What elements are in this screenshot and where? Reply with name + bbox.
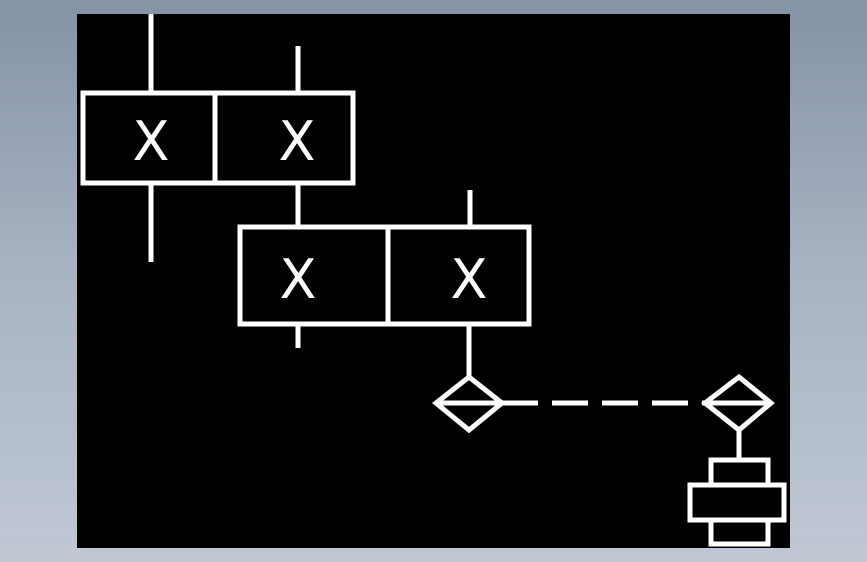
valve-1-left-label: X xyxy=(133,110,170,173)
valve-block-2: X X xyxy=(237,190,532,348)
valve-block-1: X X xyxy=(80,14,356,262)
valve-1-body xyxy=(80,90,356,186)
cylinder-motor-icon xyxy=(687,457,787,547)
diamond-filter-icon xyxy=(432,373,506,434)
valve-2-left-label: X xyxy=(280,248,317,311)
valve-2-right-label: X xyxy=(451,248,488,311)
valve-2-body xyxy=(237,224,532,327)
schematic-panel xyxy=(77,14,790,548)
valve-1-right-label: X xyxy=(279,110,316,173)
